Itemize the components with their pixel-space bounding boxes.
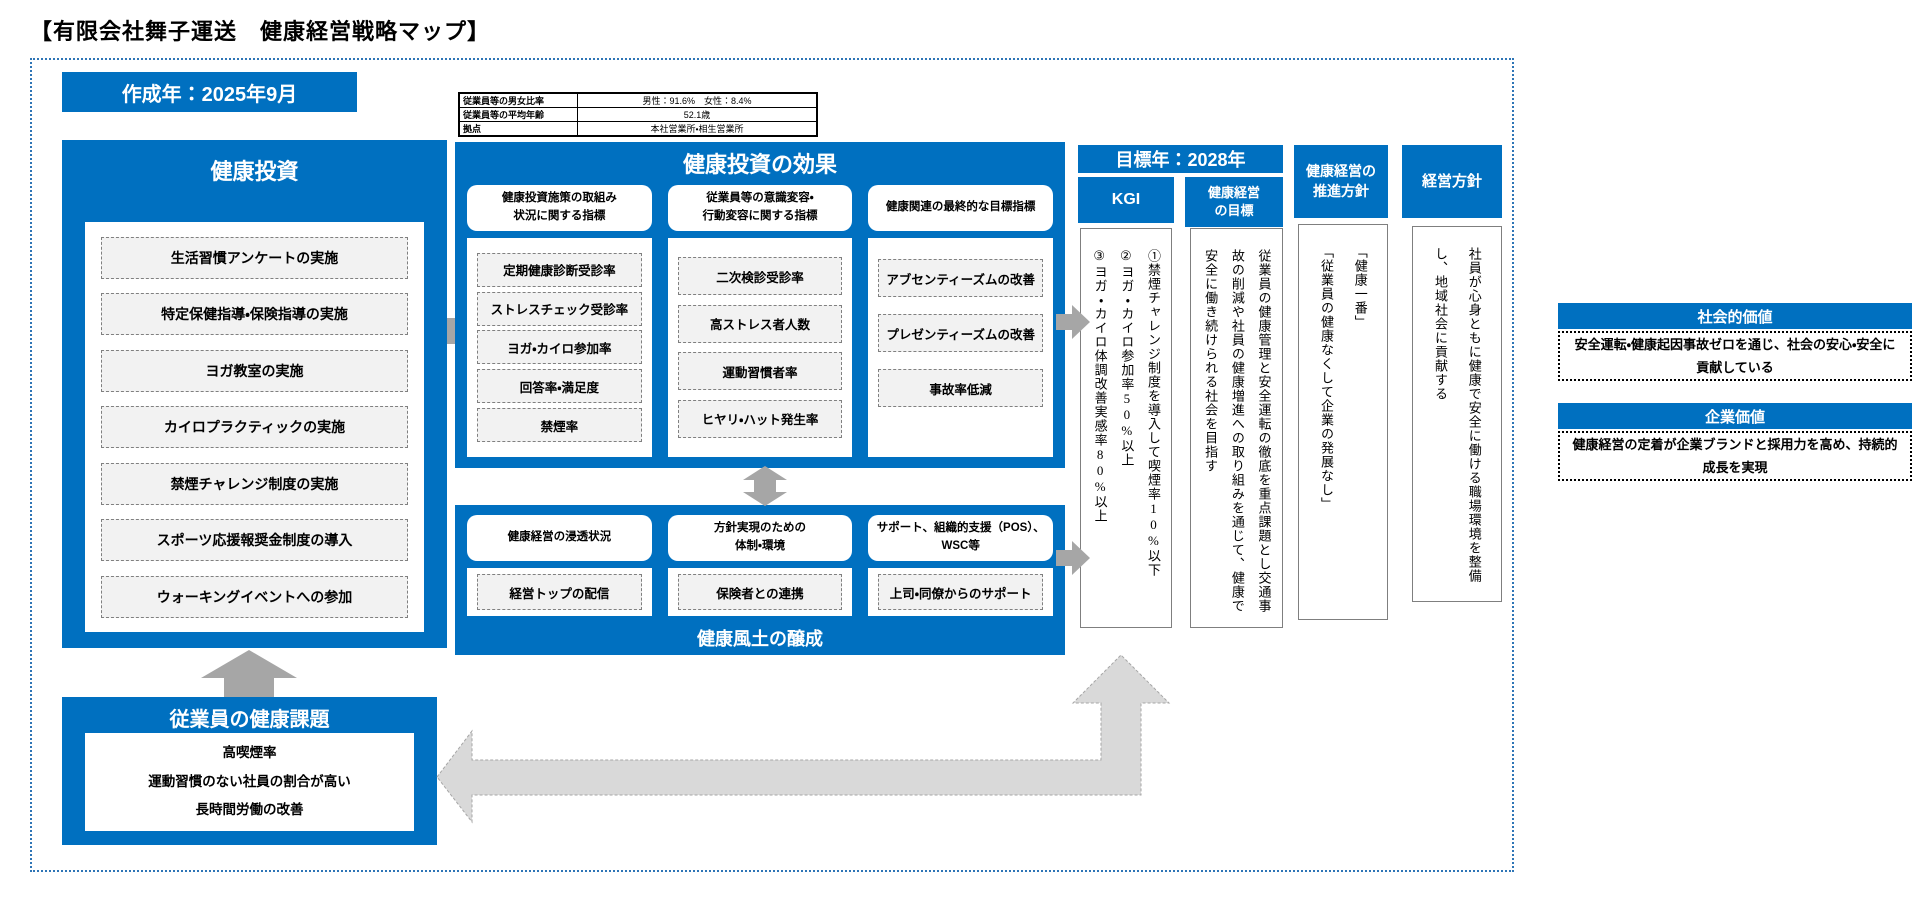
culture-item-list: 経営トップの配信 bbox=[467, 568, 652, 616]
company-info-table: 従業員等の男女比率 男性：91.6% 女性：8.4% 従業員等の平均年齢 52.… bbox=[458, 92, 818, 137]
effect-indicator: 二次検診受診率 bbox=[677, 257, 843, 296]
table-row: 従業員等の男女比率 男性：91.6% 女性：8.4% bbox=[460, 94, 816, 107]
culture-item: 経営トップの配信 bbox=[477, 574, 642, 610]
social-value-text: 安全運転・健康起因事故ゼロを通じ、社会の安心・安全に貢献している bbox=[1558, 331, 1912, 381]
effect-indicator: 定期健康診断受診率 bbox=[477, 252, 642, 287]
culture-footer-label: 健康風土の醸成 bbox=[697, 629, 823, 649]
culture-column-support: サポート、組織的支援（POS）、 WSC等 上司・同僚からのサポート bbox=[868, 515, 1054, 616]
effect-indicator: アブセンティーズムの改善 bbox=[878, 259, 1044, 297]
investment-effects-title: 健康投資の効果 bbox=[682, 152, 837, 177]
management-goal-header: 健康経営 の目標 bbox=[1185, 177, 1283, 227]
effect-indicator: 事故率低減 bbox=[878, 369, 1044, 407]
effects-item-list: 定期健康診断受診率ストレスチェック受診率ヨガ・カイロ参加率回答率・満足度禁煙率 bbox=[467, 238, 652, 457]
table-row-label: 従業員等の平均年齢 bbox=[460, 108, 578, 121]
table-row-label: 拠点 bbox=[460, 122, 578, 135]
management-goal-text: 従業員の健康管理と安全運転の徹底を重点課題とし交通事故の削減や社員の健康増進への… bbox=[1203, 249, 1272, 613]
management-policy-text: 社員が心身ともに健康で安全に働ける職場環境を整備し、地域社会に貢献する bbox=[1433, 247, 1482, 583]
culture-item: 上司・同僚からのサポート bbox=[878, 574, 1043, 610]
table-row-value: 男性：91.6% 女性：8.4% bbox=[642, 96, 752, 106]
target-year-banner: 目標年：2028年 bbox=[1078, 145, 1283, 173]
table-row: 拠点 本社営業所・相生営業所 bbox=[460, 121, 816, 135]
culture-item-list: 保険者との連携 bbox=[667, 568, 853, 616]
promotion-policy-box: 「健康一番」 「従業員の健康なくして企業の発展なし」 bbox=[1298, 224, 1388, 620]
table-row-value: 本社営業所・相生営業所 bbox=[650, 124, 744, 134]
effects-item-list: 二次検診受診率高ストレス者人数運動習慣者率ヒヤリ・ハット発生率 bbox=[667, 238, 853, 457]
management-policy-header: 経営方針 bbox=[1402, 145, 1502, 218]
culture-item-list: 上司・同僚からのサポート bbox=[868, 568, 1054, 616]
health-investment-title: 健康投資 bbox=[210, 159, 299, 184]
strategy-map-frame bbox=[30, 58, 1514, 872]
effects-column-header: 健康投資施策の取組み 状況に関する指標 bbox=[467, 185, 652, 231]
culture-column-structure: 方針実現のための 体制・環境 保険者との連携 bbox=[667, 515, 853, 616]
effects-column-header: 健康関連の最終的な目標指標 bbox=[868, 185, 1054, 231]
health-culture-panel: 健康経営の浸透状況 経営トップの配信 方針実現のための 体制・環境 保険者との連… bbox=[455, 505, 1065, 655]
created-year-banner: 作成年：2025年9月 bbox=[62, 72, 357, 112]
effect-indicator: ストレスチェック受診率 bbox=[477, 291, 642, 326]
culture-item: 保険者との連携 bbox=[677, 574, 843, 610]
investment-item: 特定保健指導・保険指導の実施 bbox=[101, 293, 408, 335]
investment-item: ウォーキングイベントへの参加 bbox=[101, 575, 408, 618]
kgi-text: ①禁煙チャレンジ制度を導入して喫煙率10%以下 ②ヨガ・カイロ参加率50%以上 … bbox=[1092, 249, 1161, 577]
health-issues-title: 従業員の健康課題 bbox=[169, 709, 330, 731]
health-issues-list: 高喫煙率運動習慣のない社員の割合が高い長時間労働の改善 bbox=[85, 733, 414, 831]
effect-indicator: ヨガ・カイロ参加率 bbox=[477, 330, 642, 365]
social-value-header: 社会的価値 bbox=[1558, 303, 1912, 329]
effects-column-initiatives: 健康投資施策の取組み 状況に関する指標 定期健康診断受診率ストレスチェック受診率… bbox=[467, 185, 652, 457]
culture-column-penetration: 健康経営の浸透状況 経営トップの配信 bbox=[467, 515, 652, 616]
health-issue: 運動習慣のない社員の割合が高い bbox=[148, 773, 351, 789]
culture-column-header: 方針実現のための 体制・環境 bbox=[667, 515, 853, 561]
effect-indicator: 高ストレス者人数 bbox=[677, 304, 843, 343]
culture-column-header: サポート、組織的支援（POS）、 WSC等 bbox=[868, 515, 1054, 561]
promotion-policy-header: 健康経営の 推進方針 bbox=[1294, 145, 1388, 218]
management-goal-box: 従業員の健康管理と安全運転の徹底を重点課題とし交通事故の削減や社員の健康増進への… bbox=[1190, 228, 1283, 628]
health-issues-panel: 従業員の健康課題 高喫煙率運動習慣のない社員の割合が高い長時間労働の改善 bbox=[62, 697, 437, 845]
investment-item: ヨガ教室の実施 bbox=[101, 349, 408, 392]
effects-column-behavior: 従業員等の意識変容・ 行動変容に関する指標 二次検診受診率高ストレス者人数運動習… bbox=[667, 185, 853, 457]
table-row-value: 52.1歳 bbox=[683, 110, 711, 120]
effects-item-list: アブセンティーズムの改善プレゼンティーズムの改善事故率低減 bbox=[868, 238, 1054, 457]
health-issue: 高喫煙率 bbox=[222, 745, 277, 761]
investment-item: スポーツ応援報奨金制度の導入 bbox=[101, 519, 408, 561]
culture-column-header: 健康経営の浸透状況 bbox=[467, 515, 652, 561]
management-policy-box: 社員が心身ともに健康で安全に働ける職場環境を整備し、地域社会に貢献する bbox=[1412, 226, 1502, 602]
table-row-label: 従業員等の男女比率 bbox=[460, 94, 578, 107]
promotion-policy-text: 「健康一番」 「従業員の健康なくして企業の発展なし」 bbox=[1319, 245, 1368, 511]
effects-column-header: 従業員等の意識変容・ 行動変容に関する指標 bbox=[667, 185, 853, 231]
kgi-header: KGI bbox=[1078, 177, 1174, 223]
effect-indicator: 運動習慣者率 bbox=[677, 352, 843, 391]
page-title: 【有限会社舞子運送 健康経営戦略マップ】 bbox=[30, 19, 491, 44]
health-issue: 長時間労働の改善 bbox=[195, 802, 304, 818]
health-investment-panel: 健康投資 生活習慣アンケートの実施特定保健指導・保険指導の実施ヨガ教室の実施カイ… bbox=[62, 140, 447, 648]
effects-column-final-goals: 健康関連の最終的な目標指標 アブセンティーズムの改善プレゼンティーズムの改善事故… bbox=[868, 185, 1054, 457]
effect-indicator: プレゼンティーズムの改善 bbox=[878, 314, 1044, 352]
corporate-value-text: 健康経営の定着が企業ブランドと採用力を高め、持続的成長を実現 bbox=[1558, 431, 1912, 481]
effect-indicator: 禁煙率 bbox=[477, 408, 642, 443]
investment-item: カイロプラクティックの実施 bbox=[101, 406, 408, 448]
kgi-box: ①禁煙チャレンジ制度を導入して喫煙率10%以下 ②ヨガ・カイロ参加率50%以上 … bbox=[1080, 228, 1172, 628]
effect-indicator: 回答率・満足度 bbox=[477, 369, 642, 404]
health-investment-list: 生活習慣アンケートの実施特定保健指導・保険指導の実施ヨガ教室の実施カイロプラクテ… bbox=[85, 222, 424, 632]
table-row: 従業員等の平均年齢 52.1歳 bbox=[460, 107, 816, 121]
corporate-value-header: 企業価値 bbox=[1558, 403, 1912, 429]
investment-item: 禁煙チャレンジ制度の実施 bbox=[101, 462, 408, 505]
investment-item: 生活習慣アンケートの実施 bbox=[101, 236, 408, 279]
effect-indicator: ヒヤリ・ハット発生率 bbox=[677, 399, 843, 438]
investment-effects-panel: 健康投資の効果 健康投資施策の取組み 状況に関する指標 定期健康診断受診率ストレ… bbox=[455, 142, 1065, 468]
